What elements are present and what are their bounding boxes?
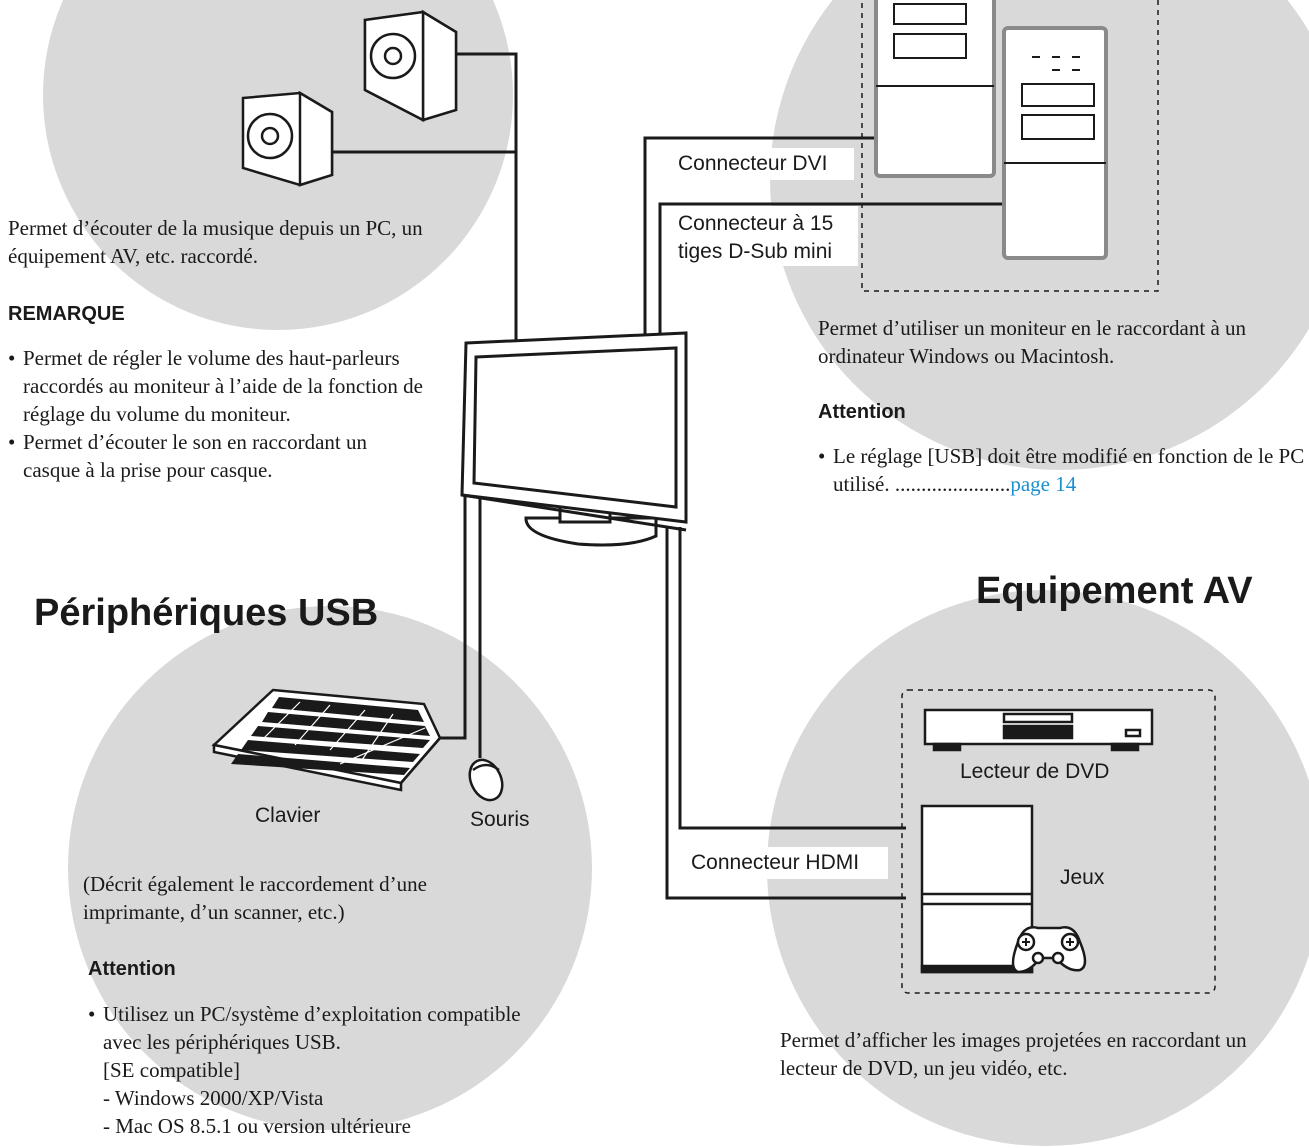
dvi-cable xyxy=(643,136,878,338)
compat-block: [SE compatible] - Windows 2000/XP/Vista … xyxy=(103,1056,411,1140)
speakers-note-item: Permet d’écouter le son en raccordant un… xyxy=(8,428,428,484)
speakers-note-heading: REMARQUE xyxy=(8,303,125,325)
speaker-icon xyxy=(241,90,334,187)
games-label: Jeux xyxy=(1060,866,1105,889)
dsub-connector-label-line2: tiges D-Sub mini xyxy=(678,240,833,263)
av-bg-circle xyxy=(767,590,1309,1146)
dvd-player-label: Lecteur de DVD xyxy=(960,760,1110,783)
dvd-player-icon xyxy=(923,708,1154,752)
pc-tower-icon xyxy=(874,0,996,178)
usb-description: (Décrit également le raccordement d’une … xyxy=(83,872,427,924)
hdmi-connector-label: Connecteur HDMI xyxy=(691,851,860,874)
pc-attention-text: Le réglage [USB] doit être modifié en fo… xyxy=(833,444,1305,496)
usb-keyboard-cable xyxy=(437,488,467,740)
game-console-icon xyxy=(920,804,1034,974)
mouse-icon xyxy=(468,758,504,802)
monitor-icon xyxy=(460,331,688,547)
pc-attention-item: Le réglage [USB] doit être modifié en fo… xyxy=(818,442,1308,498)
pc-description: Permet d’utiliser un moniteur en le racc… xyxy=(818,316,1247,368)
av-title: Equipement AV xyxy=(976,570,1253,612)
dsub-connector-label-line1: Connecteur à 15 xyxy=(678,212,834,235)
pc-tower-icon xyxy=(1002,26,1108,260)
pc-attention-list: Le réglage [USB] doit être modifié en fo… xyxy=(818,442,1308,498)
pc-attention-heading: Attention xyxy=(818,401,906,423)
keyboard-label: Clavier xyxy=(255,804,321,827)
page-14-link[interactable]: page 14 xyxy=(1010,472,1077,496)
speaker-cable-1 xyxy=(432,52,518,343)
keyboard-icon xyxy=(211,688,442,792)
usb-attention-list: Utilisez un PC/système d’exploitation co… xyxy=(88,1000,528,1056)
hdmi-cable-2 xyxy=(665,527,906,900)
dsub-cable xyxy=(658,202,1004,340)
compat-os-item: - Mac OS 8.5.1 ou version ultérieure xyxy=(103,1114,411,1138)
dvi-connector-label: Connecteur DVI xyxy=(678,152,828,175)
pc-group-frame xyxy=(861,0,1159,292)
usb-title: Périphériques USB xyxy=(34,592,379,634)
av-group-frame xyxy=(901,689,1216,994)
compat-os-item: - Windows 2000/XP/Vista xyxy=(103,1086,324,1110)
speakers-description: Permet d’écouter de la musique depuis un… xyxy=(8,216,423,268)
speakers-notes-list: Permet de régler le volume des haut-parl… xyxy=(8,344,428,484)
usb-attention-item: Utilisez un PC/système d’exploitation co… xyxy=(88,1000,528,1056)
compat-heading: [SE compatible] xyxy=(103,1058,241,1082)
hdmi-cable-1 xyxy=(678,527,906,830)
av-description: Permet d’afficher les images projetées e… xyxy=(780,1028,1247,1080)
mouse-label: Souris xyxy=(470,808,530,831)
game-controller-icon xyxy=(1011,926,1087,974)
usb-attention-heading: Attention xyxy=(88,958,176,980)
speakers-note-item: Permet de régler le volume des haut-parl… xyxy=(8,344,428,428)
speaker-icon xyxy=(363,9,458,123)
leader-dots: ...................... xyxy=(894,472,1011,496)
